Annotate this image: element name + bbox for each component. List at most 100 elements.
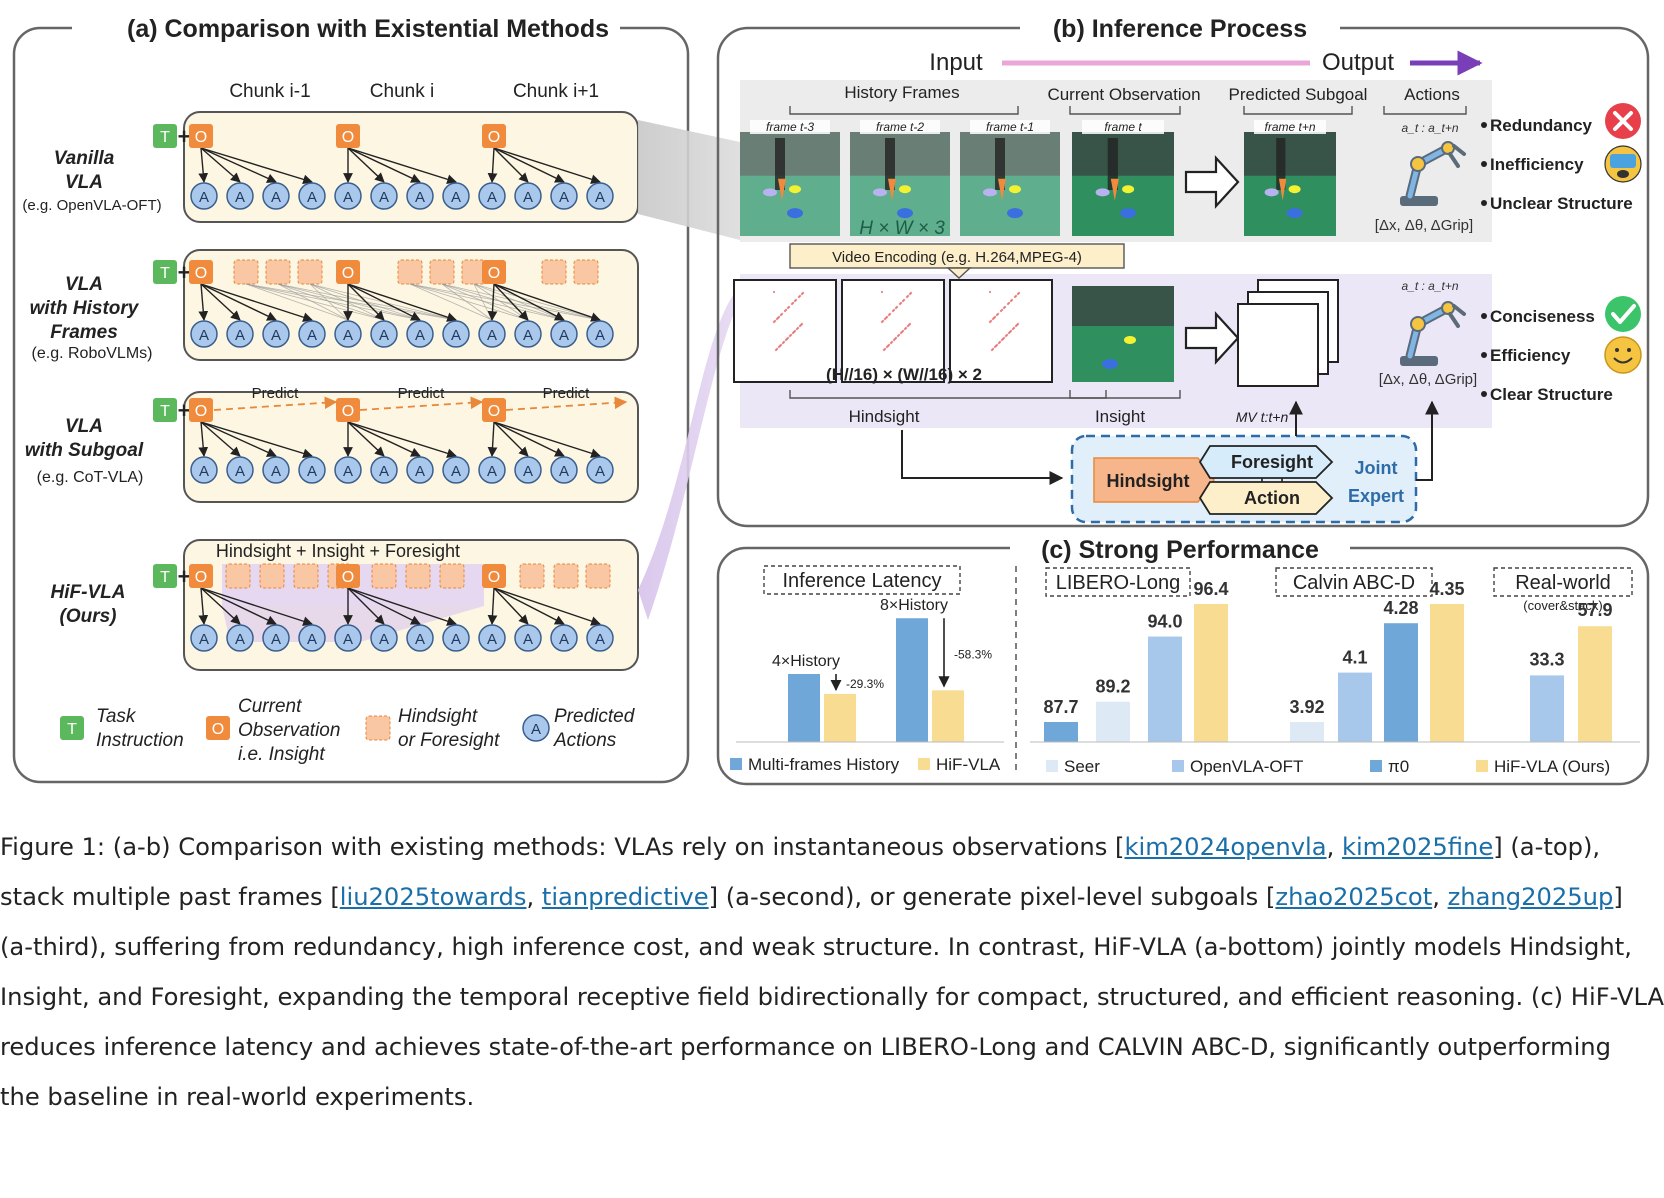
action-token [406, 182, 434, 210]
action-token-label: A [451, 463, 461, 480]
action-token-label: A [523, 631, 533, 648]
bar-multi-frames [788, 674, 820, 742]
action-token-label: A [415, 189, 425, 206]
caption-line-4: Insight, and Foresight, expanding the te… [0, 983, 1664, 1011]
legend-pi0: π0 [1388, 757, 1409, 776]
hindsight-token [293, 563, 319, 589]
action-token [370, 182, 398, 210]
legend-openvla-swatch [1172, 760, 1184, 772]
expert-action-shape [1198, 481, 1334, 515]
observation-token [482, 260, 506, 284]
task-token [153, 564, 177, 588]
observation-token-label: O [342, 265, 354, 282]
task-token [153, 398, 177, 422]
action-token [298, 320, 326, 348]
bar-calvin-abc-d [1338, 672, 1372, 742]
action-token-label: A [271, 189, 281, 206]
bar-libero-long [1148, 636, 1182, 742]
expert-hindsight-shape [1094, 458, 1214, 502]
action-token-label: A [595, 189, 605, 206]
legend-hif: HiF-VLA (Ours) [1494, 757, 1610, 776]
check-icon [1605, 296, 1641, 332]
action-token-label: A [307, 327, 317, 344]
legend-task-line2: Instruction [96, 730, 184, 751]
action-token [442, 182, 470, 210]
action-token [190, 624, 218, 652]
bar-value-label: 4.1 [1342, 648, 1367, 668]
action-token-label: A [271, 463, 281, 480]
caption-line-1: Figure 1: (a-b) Comparison with existing… [0, 833, 1601, 861]
row3-name-1: VLA [65, 416, 103, 437]
bar-libero-long [1044, 722, 1078, 742]
observation-token [336, 398, 360, 422]
action-token [478, 182, 506, 210]
legend-seer: Seer [1064, 757, 1100, 776]
expert-foresight-shape [1198, 445, 1334, 479]
cross-icon [1605, 103, 1641, 139]
libero-title: LIBERO-Long [1056, 572, 1181, 594]
legend-hif-latency-swatch [918, 758, 930, 770]
action-token-label: A [559, 189, 569, 206]
predict-label: Predict [543, 385, 591, 402]
hindsight-token [439, 563, 465, 589]
hindsight-token [553, 563, 579, 589]
bar-calvin-abc-d [1430, 604, 1464, 742]
caption-line-5: reduces inference latency and achieves s… [0, 1033, 1611, 1061]
legend-pred-line2: Actions [553, 730, 617, 751]
citation-link[interactable]: liu2025towards [339, 883, 527, 911]
action-token [370, 320, 398, 348]
bar-hif-latency [824, 693, 856, 742]
action-token-label: A [487, 463, 497, 480]
bar-value-label: 89.2 [1095, 677, 1130, 697]
chunk-label-next: Chunk i+1 [513, 81, 599, 102]
action-token-label: A [307, 631, 317, 648]
citation-link[interactable]: kim2025fine [1341, 833, 1494, 861]
legend-multi-frames-swatch [730, 758, 742, 770]
hindsight-token [573, 259, 599, 285]
legend-pred-swatch [522, 714, 550, 742]
action-token-label: A [415, 327, 425, 344]
action-token-label: A [199, 327, 209, 344]
realworld-title: Real-world [1515, 572, 1611, 594]
delta-bottom: [Δx, Δθ, ΔGrip] [1379, 371, 1477, 388]
caption-line-2: stack multiple past frames [liu2025towar… [0, 883, 1623, 911]
bar-value-label: 94.0 [1147, 612, 1182, 632]
scene-frame: frame t-3 [740, 120, 840, 236]
stressed-face-icon [1604, 145, 1642, 183]
action-token-label: A [379, 631, 389, 648]
caption-line-6: the baseline in real-world experiments. [0, 1083, 475, 1111]
action-token [550, 320, 578, 348]
bar-libero-long [1096, 701, 1130, 742]
realworld-subtitle: (cover&stack) [1523, 598, 1602, 613]
latency-reduction-label: -58.3% [954, 647, 992, 661]
hindsight-token [585, 563, 611, 589]
citation-link[interactable]: kim2024openvla [1124, 833, 1327, 861]
panel-b: (b) Inference Process Input Output Histo… [716, 12, 1650, 528]
bar-calvin-abc-d [1384, 623, 1418, 742]
action-token-label: A [487, 327, 497, 344]
citation-link[interactable]: zhao2025cot [1275, 883, 1433, 911]
observation-token-label: O [488, 569, 500, 586]
action-token-label: A [451, 631, 461, 648]
hindsight-token [519, 563, 545, 589]
expert-to-action-arrow [1416, 400, 1439, 481]
action-token-label: A [199, 631, 209, 648]
action-token [406, 320, 434, 348]
output-label: Output [1322, 49, 1394, 76]
action-token-label: A [199, 463, 209, 480]
action-token [370, 624, 398, 652]
action-token [334, 182, 362, 210]
good-item-clear: Clear Structure [1490, 385, 1613, 404]
bar-value-label: 33.3 [1529, 649, 1564, 669]
insight-label: Insight [1095, 407, 1145, 426]
action-token-label: A [235, 189, 245, 206]
action-token [478, 456, 506, 484]
citation-link[interactable]: tianpredictive [541, 883, 709, 911]
citation-link[interactable]: zhang2025up [1447, 883, 1614, 911]
legend-obs-line2: Observation [238, 720, 340, 741]
observation-token-label: O [488, 129, 500, 146]
action-range-bottom: a_t : a_t+n [1401, 279, 1458, 293]
row1-name-1: Vanilla [54, 148, 115, 169]
action-token-label: A [487, 631, 497, 648]
plus-glyph: + [178, 260, 191, 285]
